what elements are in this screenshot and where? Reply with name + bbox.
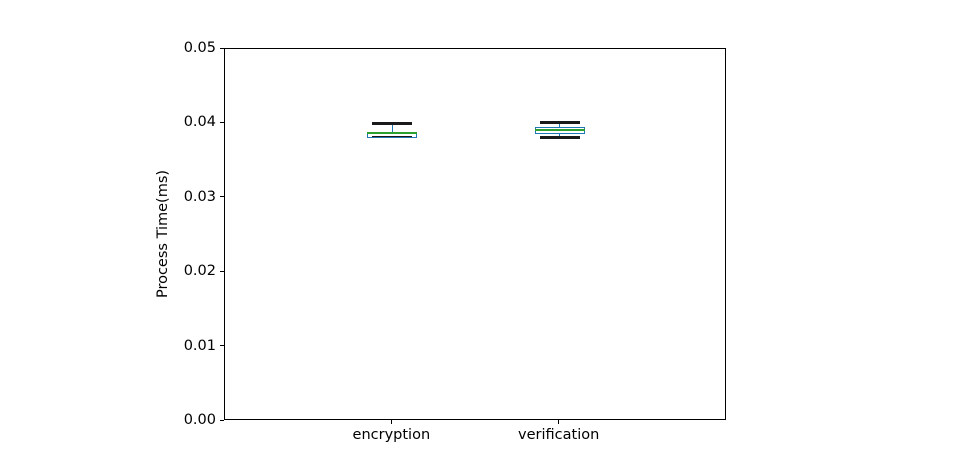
x-tick-mark	[558, 420, 560, 424]
y-tick-label: 0.01	[183, 337, 216, 354]
y-axis-label: Process Time(ms)	[154, 169, 171, 299]
y-tick-mark	[220, 345, 224, 347]
y-tick-label: 0.03	[183, 188, 216, 205]
y-tick-mark	[220, 196, 224, 198]
boxplot-median	[534, 129, 585, 131]
boxplot-whisker-lower	[558, 133, 561, 138]
plot-area	[224, 48, 726, 420]
x-tick-mark	[390, 420, 392, 424]
boxplot-cap-lower	[372, 135, 413, 138]
boxplot-cap-upper	[539, 121, 580, 124]
y-tick-label: 0.05	[183, 39, 216, 56]
boxplot-median	[367, 132, 418, 134]
y-tick-label: 0.00	[183, 411, 216, 428]
y-tick-mark	[220, 47, 224, 49]
boxplot-cap-upper	[372, 122, 413, 125]
boxplot-series	[225, 49, 725, 419]
y-tick-mark	[220, 270, 224, 272]
y-tick-mark	[220, 419, 224, 421]
y-tick-mark	[220, 121, 224, 123]
y-axis-tick-labels: 0.00 0.01 0.02 0.03 0.04 0.05	[130, 0, 216, 476]
x-tick-label: encryption	[352, 427, 431, 443]
boxplot-whisker-upper	[558, 122, 561, 128]
x-tick-label: verification	[518, 427, 600, 443]
y-tick-label: 0.04	[183, 114, 216, 131]
y-tick-label: 0.02	[183, 262, 216, 279]
boxplot-whisker-upper	[391, 123, 394, 134]
boxplot-cap-lower	[539, 136, 580, 139]
